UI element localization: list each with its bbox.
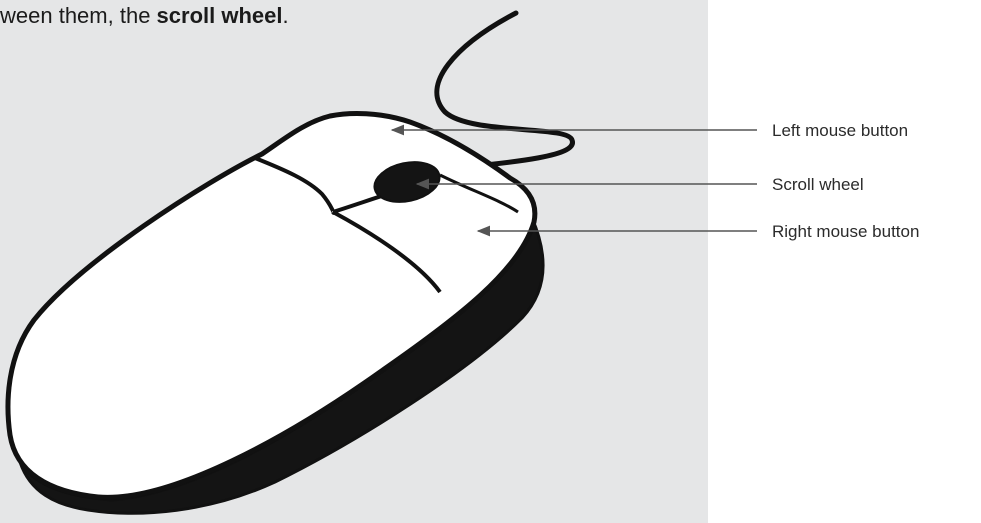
- mouse-body: [8, 114, 535, 498]
- label-left-mouse-button: Left mouse button: [772, 121, 908, 141]
- label-scroll-wheel: Scroll wheel: [772, 175, 864, 195]
- label-right-mouse-button: Right mouse button: [772, 222, 919, 242]
